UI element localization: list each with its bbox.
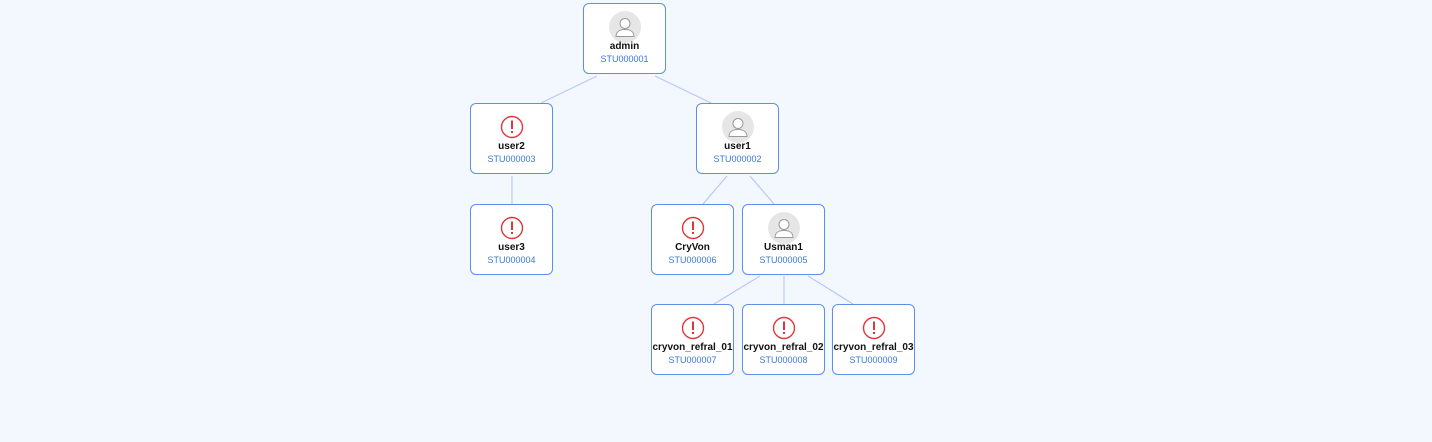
alert-icon xyxy=(768,312,800,344)
connector-admin-user1 xyxy=(654,75,712,104)
connector-usman1-refral01 xyxy=(713,275,761,305)
user-avatar-icon xyxy=(721,111,754,143)
connector-user1-usman1 xyxy=(749,175,775,205)
node-code: STU000004 xyxy=(487,255,536,265)
node-code: STU000007 xyxy=(668,355,717,365)
user-avatar-icon xyxy=(767,212,800,244)
connector-usman1-refral03 xyxy=(807,275,854,305)
tree-node-admin[interactable]: admin STU000001 xyxy=(583,3,666,74)
node-name: cryvon_refral_01 xyxy=(652,342,733,353)
connector-user1-cryvon xyxy=(702,175,728,205)
user-avatar-icon xyxy=(608,11,641,43)
node-code: STU000006 xyxy=(668,255,717,265)
node-name: user2 xyxy=(498,141,525,152)
node-code: STU000001 xyxy=(600,54,649,64)
tree-node-cryvon-refral-03[interactable]: cryvon_refral_03 STU000009 xyxy=(832,304,915,375)
tree-node-user1[interactable]: user1 STU000002 xyxy=(696,103,779,174)
node-name: cryvon_refral_03 xyxy=(833,342,914,353)
node-name: admin xyxy=(609,41,640,52)
alert-icon xyxy=(496,212,528,244)
alert-icon xyxy=(677,312,709,344)
node-name: cryvon_refral_02 xyxy=(743,342,824,353)
tree-node-usman1[interactable]: Usman1 STU000005 xyxy=(742,204,825,275)
alert-icon xyxy=(677,212,709,244)
node-name: Usman1 xyxy=(764,242,803,253)
node-code: STU000008 xyxy=(759,355,808,365)
tree-node-cryvon-refral-02[interactable]: cryvon_refral_02 STU000008 xyxy=(742,304,825,375)
tree-node-cryvon[interactable]: CryVon STU000006 xyxy=(651,204,734,275)
node-name: CryVon xyxy=(675,242,710,253)
tree-node-user2[interactable]: user2 STU000003 xyxy=(470,103,553,174)
node-name: user1 xyxy=(724,141,751,152)
tree-node-cryvon-refral-01[interactable]: cryvon_refral_01 STU000007 xyxy=(651,304,734,375)
alert-icon xyxy=(496,111,528,143)
alert-icon xyxy=(858,312,890,344)
node-name: user3 xyxy=(498,242,525,253)
tree-node-user3[interactable]: user3 STU000004 xyxy=(470,204,553,275)
node-code: STU000003 xyxy=(487,154,536,164)
node-code: STU000002 xyxy=(713,154,762,164)
node-code: STU000005 xyxy=(759,255,808,265)
node-code: STU000009 xyxy=(849,355,898,365)
connector-admin-user2 xyxy=(540,75,598,104)
